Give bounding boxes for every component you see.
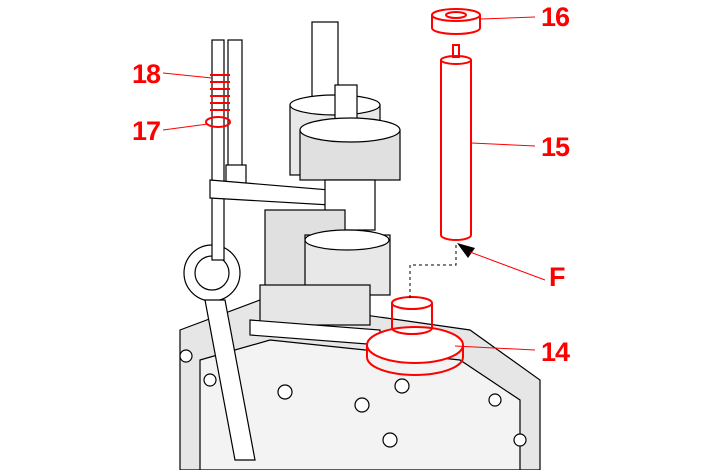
spring-18: [210, 74, 230, 111]
spacer-16: [431, 8, 481, 35]
arrow-F: [457, 243, 475, 258]
alignment-dashed-line: [409, 245, 457, 300]
ring-17: [205, 116, 231, 128]
gear-stack: [249, 21, 401, 346]
callout-F: F: [549, 262, 565, 292]
highlighted-parts: [205, 8, 481, 376]
gear-14: [366, 296, 464, 376]
callout-15: 15: [541, 132, 570, 162]
callout-17: 17: [132, 116, 161, 146]
shift-fork-lever: [183, 244, 256, 461]
callout-18: 18: [132, 59, 161, 89]
callout-16: 16: [541, 2, 570, 32]
callout-14: 14: [541, 337, 570, 367]
leader-lines: [162, 16, 546, 351]
guide-pin-15: [440, 44, 472, 241]
